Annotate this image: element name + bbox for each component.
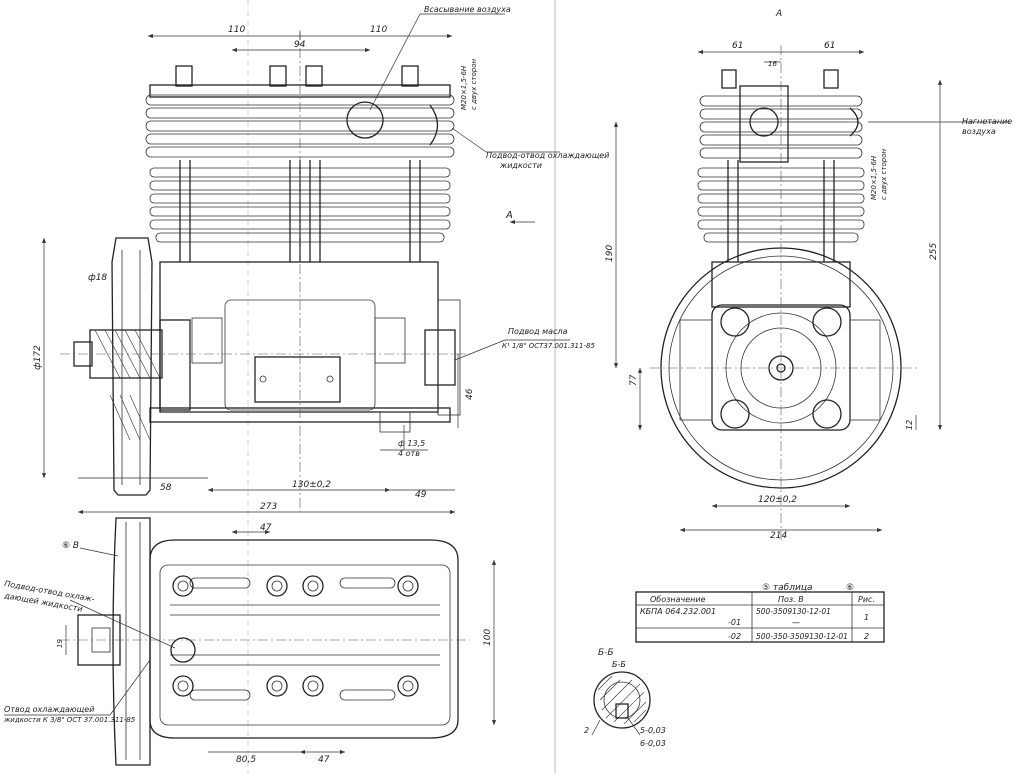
- section-dim-6: 6-0,03: [640, 739, 666, 748]
- dim-49: 49: [415, 490, 427, 500]
- side-view-dimensions: [613, 49, 1010, 533]
- leader-oil: [454, 339, 506, 361]
- dim-110-right: 110: [370, 25, 387, 35]
- table-cell: -01: [728, 618, 741, 627]
- holes-count: 4 отв: [398, 449, 420, 458]
- holes-label: ф 13,5: [398, 439, 425, 448]
- front-view-dimensions: [41, 32, 459, 515]
- front-view: [60, 30, 470, 512]
- thread-side-label: М20×1,5-6Н: [870, 155, 878, 200]
- table-header: Обозначение: [650, 595, 706, 604]
- section-bb: [591, 671, 651, 736]
- table-cell: КБПА 064.232.001: [640, 607, 716, 616]
- table-title: ⑤ таблица: [762, 583, 812, 593]
- leader-air-intake: [369, 13, 421, 111]
- dim-110-left: 110: [228, 25, 245, 35]
- dim-47-top: 47: [260, 523, 272, 533]
- air-discharge-label-1: Нагнетание: [962, 117, 1012, 126]
- air-intake-label: Всасывание воздуха: [424, 5, 511, 14]
- coolant-top-label-1: Подвод-отвод охлаждающей: [486, 151, 609, 160]
- dim-120: 120±0,2: [758, 495, 797, 505]
- view-a-label: А: [775, 9, 782, 19]
- mark-b-label: ⑥ В: [62, 541, 79, 551]
- dim-100: 100: [483, 629, 493, 646]
- section-bb-mark: Б-Б: [612, 660, 626, 669]
- table-cell: 1: [864, 613, 869, 622]
- table-cell: —: [792, 618, 800, 627]
- leader-mark-b: [79, 547, 119, 557]
- dim-273: 273: [260, 502, 277, 512]
- dim-61-left: 61: [732, 41, 743, 51]
- dim-190: 190: [605, 245, 615, 262]
- table-cell: 2: [864, 632, 869, 641]
- dim-18: ф18: [88, 273, 107, 283]
- dim-47-bottom: 47: [318, 755, 330, 765]
- dim-94: 94: [294, 40, 306, 50]
- thread-side-note: с двух сторон: [880, 149, 888, 200]
- table-title-mark: ⑥: [846, 583, 854, 593]
- dim-58: 58: [160, 483, 172, 493]
- table-cell: 500-3509130-12-01: [756, 607, 831, 616]
- dim-77: 77: [629, 374, 639, 386]
- dim-172: ф172: [33, 345, 43, 370]
- dim-255: 255: [929, 243, 939, 260]
- leader-coolant-left: [69, 599, 176, 649]
- dim-80: 80,5: [236, 755, 256, 765]
- oil-supply-label-2: К¹ 1/8" ОСТ37.001.311-85: [502, 342, 595, 350]
- leader-coolant: [451, 127, 487, 153]
- side-view: [650, 45, 920, 540]
- dim-16: 16: [768, 60, 777, 68]
- table-header: Рис.: [858, 595, 875, 604]
- dim-46: 46: [465, 388, 475, 400]
- thread-front-note: с двух сторон: [470, 59, 478, 110]
- dim-214: 214: [770, 531, 787, 541]
- table-cell: 500-350-3509130-12-01: [756, 632, 848, 641]
- arrow-a-label: А: [505, 210, 513, 221]
- oil-supply-label-1: Подвод масла: [508, 327, 568, 336]
- air-discharge-label-2: воздуха: [962, 127, 996, 136]
- top-view: [60, 517, 470, 766]
- coolant-top-label-2: жидкости: [499, 161, 542, 170]
- coolant-drain-label-2: жидкости К 3/8" ОСТ 37.001.311-85: [3, 716, 136, 724]
- table-header: Поз. В: [778, 595, 804, 604]
- table-cell: -02: [728, 632, 741, 641]
- dim-19: 19: [56, 639, 64, 648]
- dim-12: 12: [905, 420, 914, 430]
- section-dim-5: 5-0,03: [640, 726, 666, 735]
- top-view-dimensions: [65, 529, 497, 755]
- dim-61-right: 61: [824, 41, 835, 51]
- dim-130: 130±0,2: [292, 480, 331, 490]
- thread-front-label: М20×1,5-6Н: [460, 65, 468, 110]
- spec-table: [635, 591, 885, 643]
- section-bb-title: Б-Б: [598, 648, 614, 658]
- leader-drain: [109, 659, 151, 716]
- section-dim-2: 2: [584, 726, 589, 735]
- coolant-drain-label-1: Отвод охлаждающей: [4, 705, 94, 714]
